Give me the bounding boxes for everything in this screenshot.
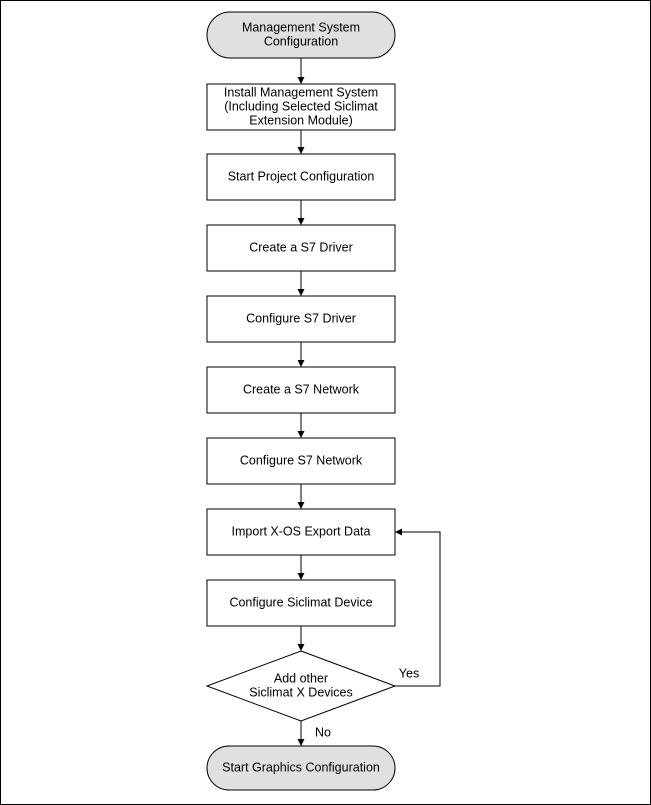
process-shape xyxy=(206,83,396,131)
edge-line xyxy=(395,528,441,687)
node-start-project: Start Project Configuration xyxy=(206,153,396,201)
node-label: Extension Module) xyxy=(249,113,353,127)
node-end: Start Graphics Configuration xyxy=(206,745,396,791)
process-shape xyxy=(206,224,396,272)
node-configure-network: Configure S7 Network xyxy=(206,437,396,485)
node-configure-driver: Configure S7 Driver xyxy=(206,295,396,343)
node-label: Configure S7 Driver xyxy=(246,311,356,325)
node-label: Siclimat X Devices xyxy=(249,685,353,699)
terminal-shape xyxy=(206,11,396,59)
node-create-network: Create a S7 Network xyxy=(206,366,396,414)
node-label: Import X-OS Export Data xyxy=(232,524,371,538)
node-label: Configure S7 Network xyxy=(240,453,363,467)
node-label: Management System xyxy=(242,20,360,34)
node-label: (Including Selected Siclimat xyxy=(224,99,378,113)
process-shape xyxy=(206,437,396,485)
node-create-driver: Create a S7 Driver xyxy=(206,224,396,272)
process-shape xyxy=(206,579,396,627)
terminal-shape xyxy=(206,745,396,791)
node-label: Configure Siclimat Device xyxy=(229,595,372,609)
node-import-data: Import X-OS Export Data xyxy=(206,508,396,556)
node-label: Start Graphics Configuration xyxy=(222,760,380,774)
node-label: Create a S7 Network xyxy=(243,382,360,396)
process-shape xyxy=(206,295,396,343)
edges-layer: No Yes xyxy=(297,58,441,746)
node-label: Configuration xyxy=(264,34,338,48)
edge-decision-to-import-data: Yes xyxy=(395,528,441,687)
node-label: Install Management System xyxy=(224,85,378,99)
node-install: Install Management System(Including Sele… xyxy=(206,83,396,131)
process-shape xyxy=(206,366,396,414)
node-label: Start Project Configuration xyxy=(228,169,375,183)
node-configure-device: Configure Siclimat Device xyxy=(206,579,396,627)
edge-label-yes: Yes xyxy=(399,666,419,680)
edge-label-no: No xyxy=(315,725,331,739)
decision-shape xyxy=(205,650,397,722)
process-shape xyxy=(206,153,396,201)
node-label: Create a S7 Driver xyxy=(249,240,353,254)
node-label: Add other xyxy=(274,671,328,685)
process-shape xyxy=(206,508,396,556)
edge-decision-to-end: No xyxy=(297,721,331,746)
